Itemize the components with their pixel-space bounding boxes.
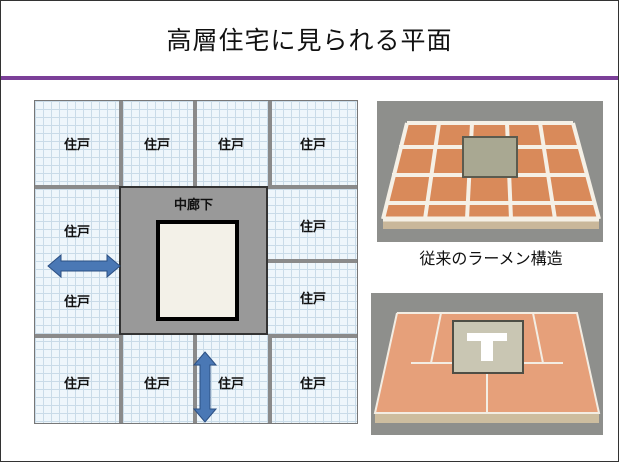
wall (268, 101, 272, 186)
unit-label: 住戸 (299, 377, 326, 392)
corridor-label: 中廊下 (173, 198, 213, 213)
rigid-frame-model-photo (377, 101, 603, 242)
wall (35, 185, 119, 189)
wall (268, 334, 357, 338)
unit-label: 住戸 (63, 138, 90, 153)
unit-label: 住戸 (143, 377, 170, 392)
wall (119, 335, 123, 423)
wall (193, 335, 197, 423)
unit-label: 住戸 (217, 138, 244, 153)
unit-label: 住戸 (299, 138, 326, 153)
title-divider (1, 76, 618, 80)
vertical-double-arrow-icon (192, 351, 218, 423)
wall (119, 101, 123, 186)
wall (268, 335, 272, 423)
atrium-void (156, 220, 239, 321)
unit-label: 住戸 (299, 220, 326, 235)
slide-title: 高層住宅に見られる平面 (166, 25, 453, 55)
unit-label: 住戸 (63, 295, 90, 310)
wall (268, 259, 357, 263)
wall-structure-model-photo (371, 293, 603, 435)
floor-plan-diagram: 中廊下 住戸 住戸 住戸 住戸 住戸 住戸 住戸 住戸 住戸 住戸 住戸 住戸 (34, 100, 358, 424)
unit-label: 住戸 (63, 377, 90, 392)
central-corridor-core: 中廊下 (119, 186, 268, 335)
rigid-frame-caption: 従来のラーメン構造 (419, 249, 563, 268)
wall (268, 185, 357, 189)
wall (35, 334, 119, 338)
unit-label: 住戸 (143, 138, 170, 153)
unit-label: 住戸 (217, 377, 244, 392)
wall (193, 101, 197, 186)
unit-label: 住戸 (299, 292, 326, 307)
unit-label: 住戸 (63, 225, 90, 240)
horizontal-double-arrow-icon (47, 253, 121, 279)
